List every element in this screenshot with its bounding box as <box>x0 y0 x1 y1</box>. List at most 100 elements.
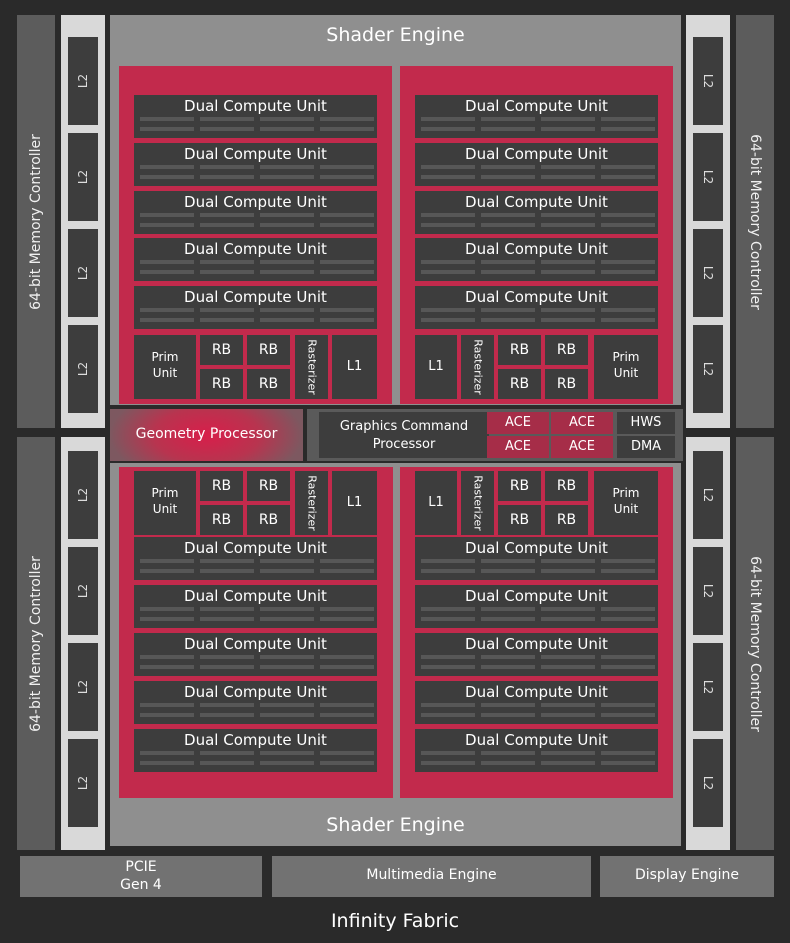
sub-unit-stripe <box>601 713 655 717</box>
sub-unit-stripe <box>481 165 535 169</box>
sub-unit-stripe <box>200 761 254 765</box>
dual-compute-unit: Dual Compute Unit <box>134 585 377 628</box>
render-backend: RB <box>247 505 290 535</box>
sub-unit-stripe <box>541 213 595 217</box>
render-backend: RB <box>247 335 290 365</box>
sub-unit-stripe <box>200 607 254 611</box>
sub-unit-stripe <box>140 260 194 264</box>
sub-unit-stripe <box>481 607 535 611</box>
sub-unit-stripe <box>320 165 374 169</box>
sub-unit-stripe <box>481 559 535 563</box>
sub-unit-stripe <box>481 308 535 312</box>
display-engine-block: Display Engine <box>600 856 774 897</box>
sub-unit-stripe <box>421 713 475 717</box>
memory-controller-bottom-right: 64-bit Memory Controller <box>736 437 774 850</box>
sub-unit-stripe <box>541 607 595 611</box>
multimedia-engine-block: Multimedia Engine <box>272 856 591 897</box>
render-backend: RB <box>200 369 243 399</box>
render-backend: RB <box>247 471 290 501</box>
compute-array-bottom-right: L1 Rasterizer RB RB RB RB Prim Unit Dual… <box>400 467 673 798</box>
sub-unit-stripe <box>140 175 194 179</box>
dual-compute-unit: Dual Compute Unit <box>134 238 377 281</box>
sub-unit-stripe <box>200 665 254 669</box>
dual-compute-unit: Dual Compute Unit <box>134 633 377 676</box>
sub-unit-stripe <box>260 703 314 707</box>
sub-unit-stripe <box>320 713 374 717</box>
hws-unit: HWS <box>617 412 675 434</box>
l2-cache: L2 <box>68 325 98 413</box>
memory-controller-top-right: 64-bit Memory Controller <box>736 15 774 428</box>
sub-unit-stripe <box>260 213 314 217</box>
sub-unit-stripe <box>200 655 254 659</box>
sub-unit-stripe <box>260 617 314 621</box>
sub-unit-stripe <box>421 655 475 659</box>
ace-unit: ACE <box>551 436 613 458</box>
sub-unit-stripe <box>541 751 595 755</box>
l1-cache: L1 <box>332 335 377 399</box>
sub-unit-stripe <box>601 318 655 322</box>
sub-unit-stripe <box>481 175 535 179</box>
sub-unit-stripe <box>601 175 655 179</box>
sub-unit-stripe <box>200 260 254 264</box>
render-backend: RB <box>200 505 243 535</box>
sub-unit-stripe <box>541 713 595 717</box>
sub-unit-stripe <box>601 617 655 621</box>
sub-unit-stripe <box>601 117 655 121</box>
sub-unit-stripe <box>541 175 595 179</box>
render-backend: RB <box>200 335 243 365</box>
sub-unit-stripe <box>601 751 655 755</box>
sub-unit-stripe <box>260 223 314 227</box>
sub-unit-stripe <box>200 223 254 227</box>
dual-compute-unit: Dual Compute Unit <box>134 537 377 580</box>
sub-unit-stripe <box>601 165 655 169</box>
sub-unit-stripe <box>481 761 535 765</box>
compute-array-top-right: Dual Compute Unit Dual Compute Unit Dual… <box>400 66 673 404</box>
dma-unit: DMA <box>617 436 675 458</box>
sub-unit-stripe <box>481 569 535 573</box>
graphics-command-processor: Graphics Command Processor <box>319 412 489 458</box>
render-backend: RB <box>498 335 541 365</box>
render-backend: RB <box>545 369 588 399</box>
sub-unit-stripe <box>541 655 595 659</box>
l2-cache: L2 <box>68 643 98 731</box>
sub-unit-stripe <box>541 270 595 274</box>
sub-unit-stripe <box>481 655 535 659</box>
sub-unit-stripe <box>541 665 595 669</box>
sub-unit-stripe <box>320 117 374 121</box>
dual-compute-unit: Dual Compute Unit <box>134 191 377 234</box>
sub-unit-stripe <box>320 655 374 659</box>
sub-unit-stripe <box>140 213 194 217</box>
l2-column-bottom-right: L2 L2 L2 L2 <box>686 437 730 850</box>
sub-unit-stripe <box>421 751 475 755</box>
sub-unit-stripe <box>320 260 374 264</box>
shader-engine-bottom: Shader Engine Prim Unit RB RB RB RB Rast… <box>110 463 681 846</box>
dual-compute-unit: Dual Compute Unit <box>415 191 658 234</box>
l2-cache: L2 <box>693 547 723 635</box>
dual-compute-unit: Dual Compute Unit <box>415 729 658 772</box>
memory-controller-label: 64-bit Memory Controller <box>28 555 44 732</box>
sub-unit-stripe <box>601 665 655 669</box>
sub-unit-stripe <box>260 308 314 312</box>
sub-unit-stripe <box>260 165 314 169</box>
sub-unit-stripe <box>421 127 475 131</box>
dual-compute-unit: Dual Compute Unit <box>134 95 377 138</box>
render-backend: RB <box>545 471 588 501</box>
sub-unit-stripe <box>200 213 254 217</box>
sub-unit-stripe <box>320 213 374 217</box>
sub-unit-stripe <box>421 175 475 179</box>
sub-unit-stripe <box>320 665 374 669</box>
sub-unit-stripe <box>481 665 535 669</box>
sub-unit-stripe <box>601 607 655 611</box>
rasterizer: Rasterizer <box>461 471 494 535</box>
render-backend: RB <box>498 505 541 535</box>
sub-unit-stripe <box>320 761 374 765</box>
sub-unit-stripe <box>320 270 374 274</box>
sub-unit-stripe <box>421 308 475 312</box>
l2-cache: L2 <box>693 451 723 539</box>
sub-unit-stripe <box>140 569 194 573</box>
sub-unit-stripe <box>320 617 374 621</box>
sub-unit-stripe <box>260 260 314 264</box>
sub-unit-stripe <box>421 617 475 621</box>
sub-unit-stripe <box>541 559 595 563</box>
prim-unit: Prim Unit <box>594 471 658 535</box>
